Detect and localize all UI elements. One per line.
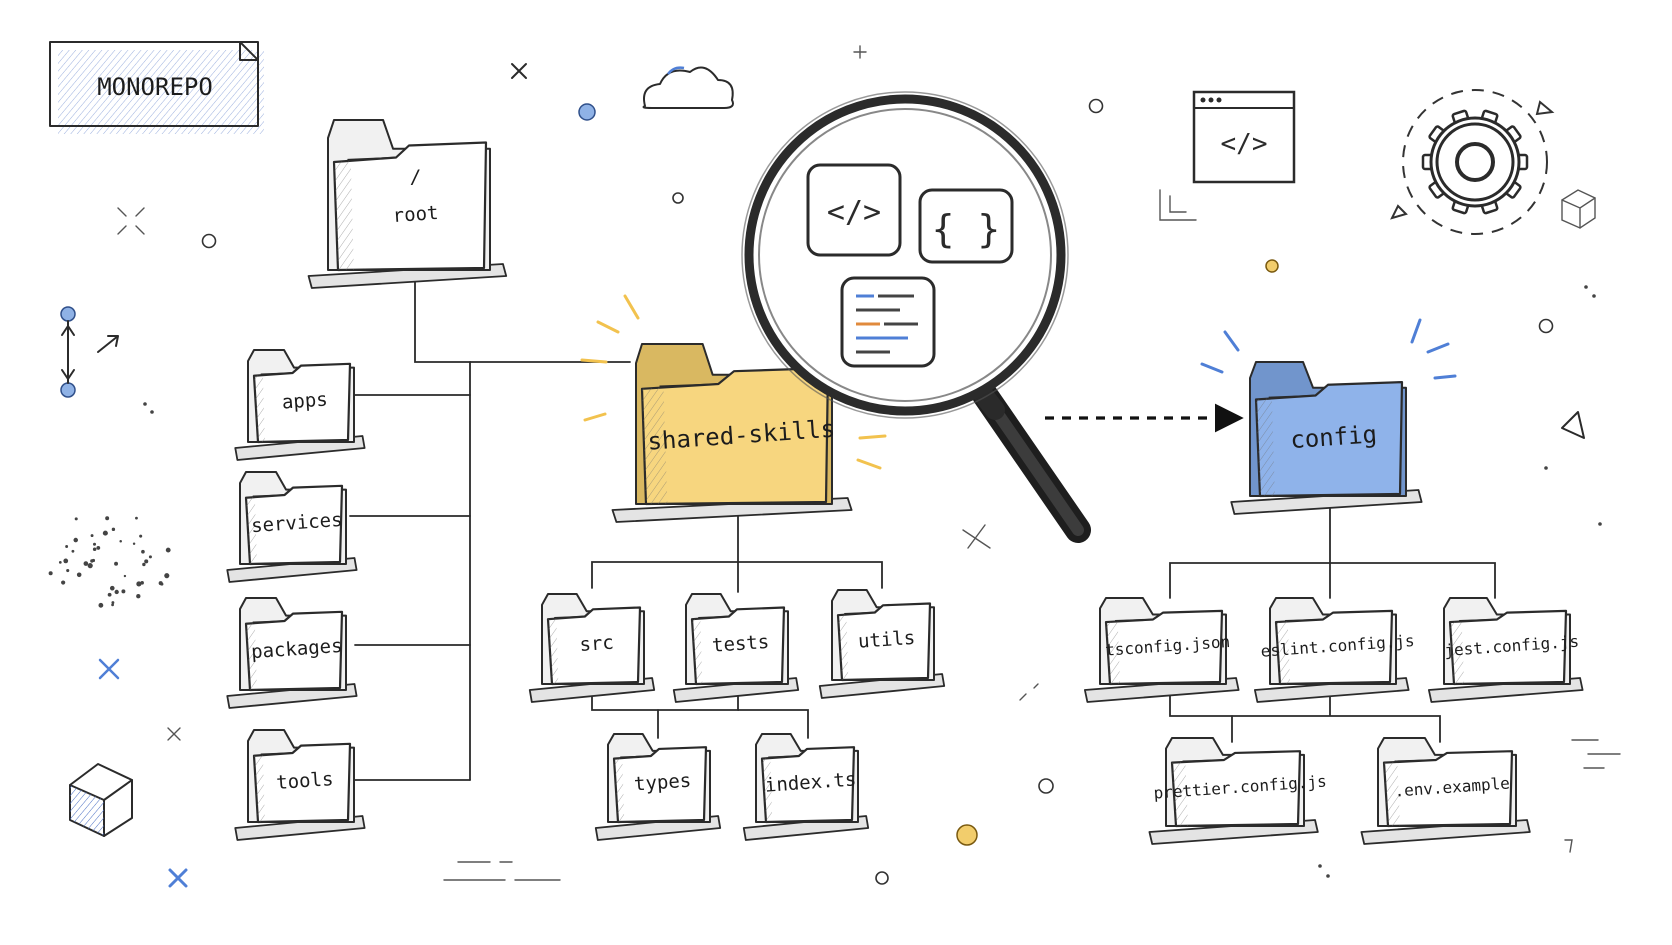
code-tag-icon: </> [806,163,902,257]
decorations [60,45,1621,888]
cube-icon [69,763,133,837]
folder-apps-label: apps [281,388,328,413]
svg-text:{ }: { } [932,207,1001,251]
folder-tsconfig-json: tsconfig.json [1083,597,1240,703]
folder-tools-label: tools [276,768,335,794]
folder-utils-label: utils [857,627,916,653]
folder-utils: utils [818,589,946,699]
folders-layer: / root apps services packages tools shared-ski… [226,119,1584,845]
folder-types: types [594,733,722,841]
dot-scatter [48,285,1602,878]
folder-prettier-config-js: prettier.config.js [1148,737,1327,845]
folder-src: src [528,593,656,703]
folder-services: services [226,471,358,583]
folder-types-label: types [633,770,692,796]
folder-jest-config-js: jest.config.js [1427,597,1584,703]
folder-apps: apps [234,349,366,461]
folder-tools: tools [234,729,366,841]
svg-text:</>: </> [827,195,881,230]
small-cube-icon [1561,189,1596,229]
cloud-icon [642,66,734,109]
title-tag-label: MONOREPO [97,73,213,101]
curly-braces-icon: { } [918,188,1014,264]
folder-root-label: root [392,202,439,227]
folder-tests-label: tests [711,631,770,657]
highlight-rays [580,294,1457,470]
magnifying-glass-icon: </> { } [741,91,1091,543]
folder-tests: tests [672,593,800,703]
folder-shared-skills: shared-skills [611,343,853,523]
code-lines-icon [840,276,936,368]
root-slash-label: / [410,166,421,188]
folder-index-ts: index.ts [742,733,870,841]
browser-code-label: </> [1221,129,1268,159]
browser-window-icon: </> [1192,90,1296,184]
folder-packages: packages [226,597,358,709]
gear-icon [1390,89,1555,235]
folder-config-label: config [1289,420,1377,454]
folder-root: / root [307,119,508,289]
monorepo-title-tag: MONOREPO [49,41,264,134]
folder--env-example: .env.example [1360,737,1531,845]
folder-eslint-config-js: eslint.config.js [1253,597,1415,703]
folder-src-label: src [579,632,615,656]
folder-config: config [1230,361,1423,515]
